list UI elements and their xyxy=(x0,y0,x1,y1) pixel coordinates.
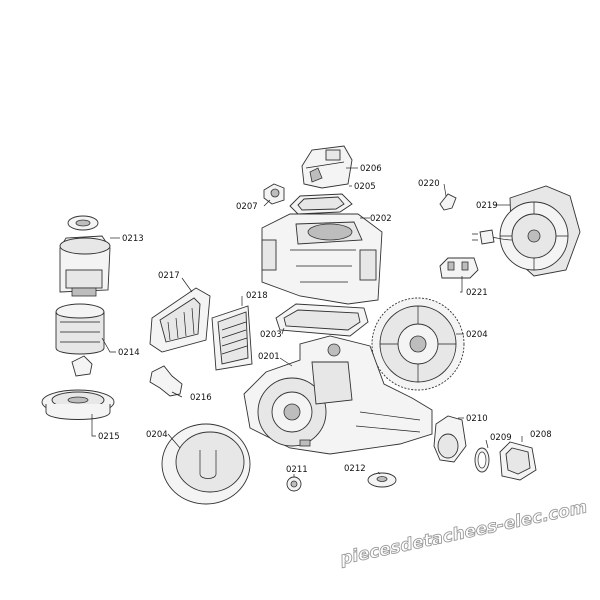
label-0209: 0209 xyxy=(490,433,512,443)
label-0220: 0220 xyxy=(418,179,440,189)
part-0216-bracket xyxy=(149,365,183,397)
part-0203-seal xyxy=(275,303,369,337)
label-0213: 0213 xyxy=(122,234,144,244)
part-0204-dust-bin-right xyxy=(371,297,465,391)
label-0215: 0215 xyxy=(98,432,120,442)
label-0203: 0203 xyxy=(260,330,282,340)
label-0212: 0212 xyxy=(344,464,366,474)
part-0219-cable-reel xyxy=(472,185,581,277)
label-0208: 0208 xyxy=(530,430,552,440)
label-0221: 0221 xyxy=(466,288,488,298)
label-0204-left: 0204 xyxy=(146,430,168,440)
part-0218-hepa-filter xyxy=(211,305,253,371)
part-0207-knob xyxy=(263,183,285,205)
part-0221-bracket xyxy=(439,257,479,279)
part-0212-disc xyxy=(367,472,397,488)
label-0205: 0205 xyxy=(354,182,376,192)
label-0202: 0202 xyxy=(370,214,392,224)
part-labels: 0206 0205 0207 0202 0220 0219 0213 0217 … xyxy=(98,164,552,475)
label-0219: 0219 xyxy=(476,201,498,211)
part-0205-gasket xyxy=(289,193,353,215)
leader-lines xyxy=(91,167,523,477)
label-0204-right: 0204 xyxy=(466,330,488,340)
part-0220-clip xyxy=(439,193,457,211)
label-0201: 0201 xyxy=(258,352,280,362)
label-0216: 0216 xyxy=(190,393,212,403)
part-0202-upper-housing xyxy=(261,213,383,305)
label-0206: 0206 xyxy=(360,164,382,174)
part-0210-hose-inlet xyxy=(433,415,467,463)
label-0214: 0214 xyxy=(118,348,140,358)
part-0209-o-ring xyxy=(474,447,490,473)
label-0218: 0218 xyxy=(246,291,268,301)
label-0217: 0217 xyxy=(158,271,180,281)
part-0206-handle xyxy=(301,145,353,189)
part-0214-motor-filter xyxy=(55,303,105,355)
label-0207: 0207 xyxy=(236,202,258,212)
part-0208-inlet-flap xyxy=(499,441,537,481)
part-0215-motor-mount xyxy=(41,389,115,420)
part-0204-dust-bin-left xyxy=(161,423,251,505)
part-0213-motor xyxy=(59,215,111,297)
watermark: piecesdetachees-elec.com xyxy=(338,497,589,569)
label-0210: 0210 xyxy=(466,414,488,424)
part-motor-clip xyxy=(71,355,93,377)
part-0211-cap xyxy=(286,476,302,492)
part-0217-grille xyxy=(149,287,211,353)
label-0211: 0211 xyxy=(286,465,308,475)
